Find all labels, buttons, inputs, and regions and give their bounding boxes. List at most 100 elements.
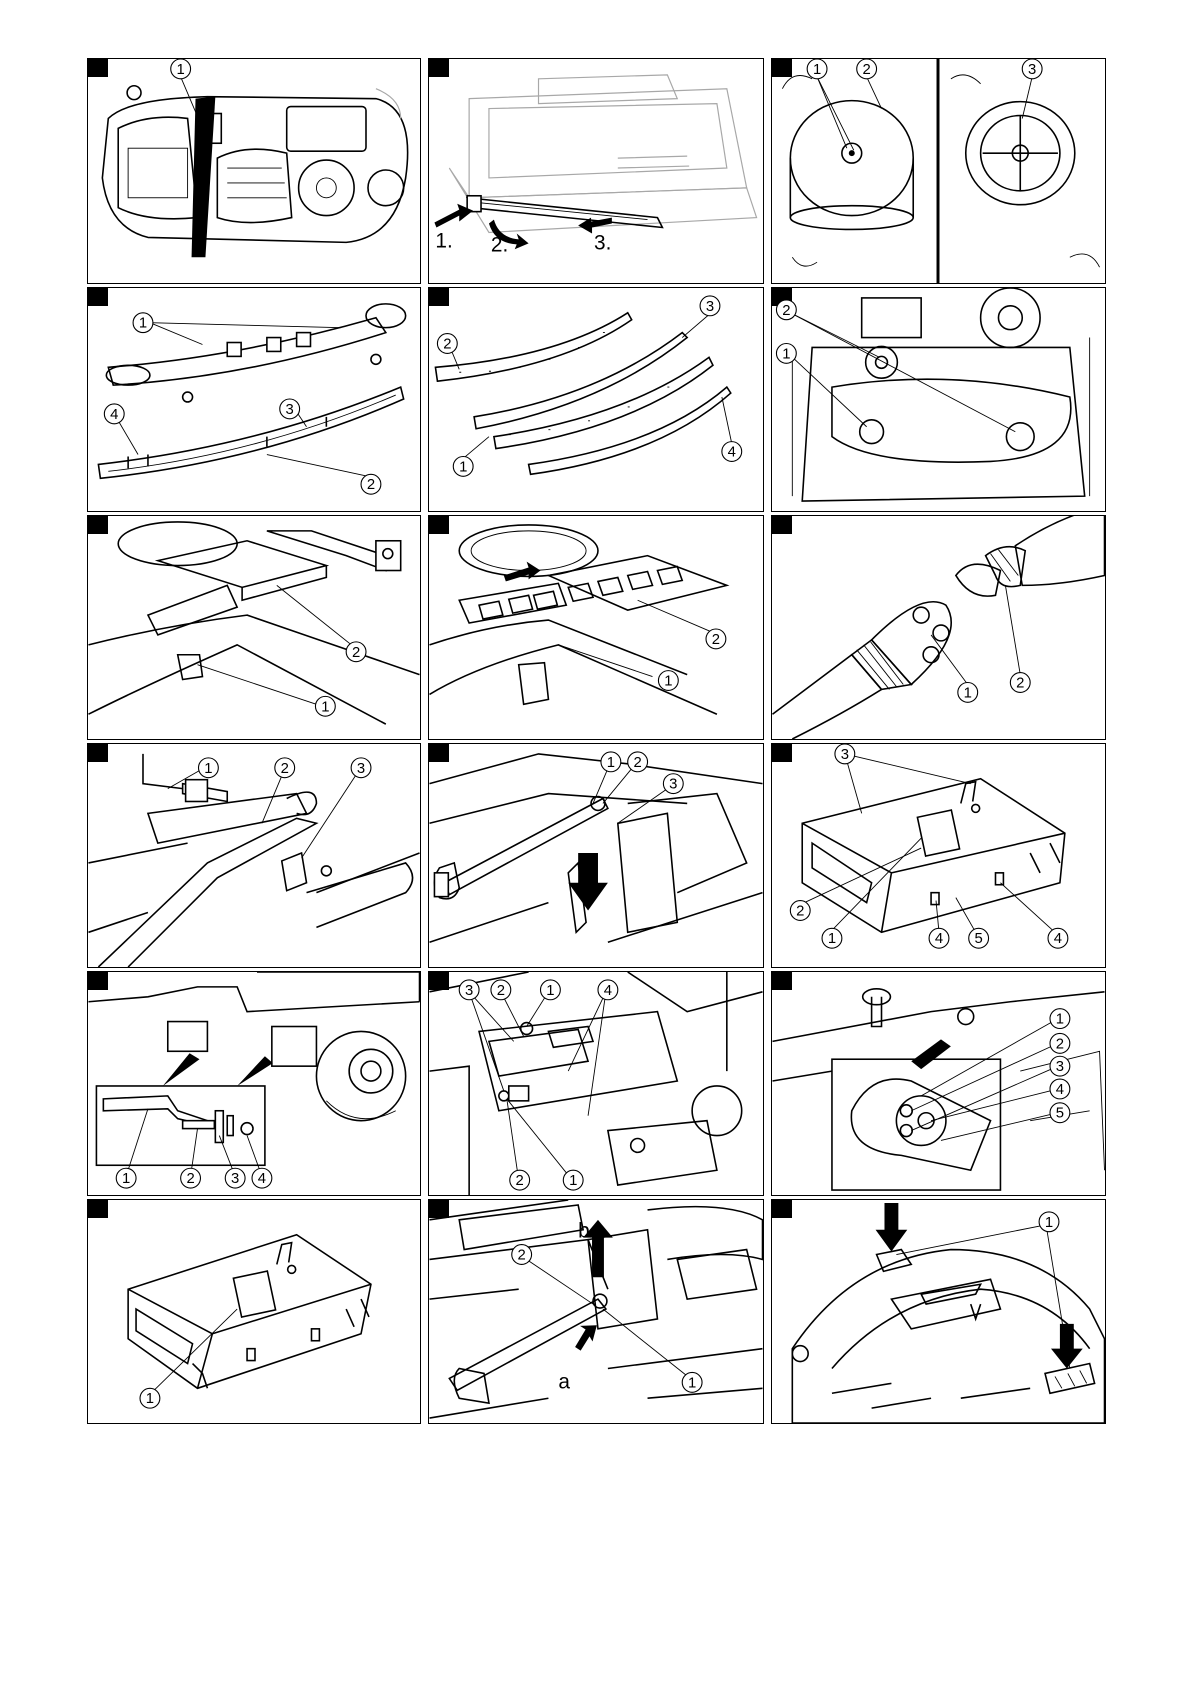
callout-number: 4 [598, 980, 618, 1000]
callouts: 1 [88, 59, 420, 283]
step-2-label: 2. [491, 233, 508, 256]
svg-text:2: 2 [782, 303, 790, 319]
svg-text:2: 2 [518, 1247, 526, 1263]
svg-text:4: 4 [604, 983, 612, 999]
svg-text:1: 1 [321, 699, 329, 715]
svg-text:1: 1 [569, 1173, 577, 1189]
callouts: 1 2 3 [88, 744, 420, 967]
callout-number: 3 [225, 1168, 245, 1188]
figure-6: 2 1 [771, 287, 1106, 512]
callout-number: 4 [104, 404, 124, 424]
callout-number: 3 [1050, 1056, 1070, 1076]
direction-letter-b: b [578, 1220, 590, 1243]
svg-text:2: 2 [633, 755, 641, 771]
svg-text:1: 1 [546, 983, 554, 999]
svg-text:2: 2 [1056, 1036, 1064, 1052]
callouts: 1 2 3 [772, 59, 1105, 283]
callouts: 3 2 1 4 [429, 288, 763, 511]
svg-text:1: 1 [782, 346, 790, 362]
callout-number: 1 [315, 696, 335, 716]
callout-number: 2 [776, 300, 796, 320]
figure-15: 1 2 3 4 5 [771, 971, 1106, 1196]
callout-number: 3 [459, 980, 479, 1000]
svg-text:2: 2 [1016, 675, 1024, 691]
callout-number: 1 [140, 1388, 160, 1408]
svg-text:2: 2 [281, 761, 289, 777]
callout-number: 4 [722, 442, 742, 462]
figure-1: 1 [87, 58, 421, 284]
figure-10: 1 2 3 [87, 743, 421, 968]
callout-number: 5 [1050, 1103, 1070, 1123]
svg-text:4: 4 [110, 407, 118, 423]
callouts: 1 [88, 1200, 420, 1423]
callout: 1 [171, 59, 191, 79]
callout-number: 2 [512, 1245, 532, 1265]
svg-text:1: 1 [459, 459, 467, 475]
figure-7: 2 1 [87, 515, 421, 740]
svg-text:2: 2 [516, 1173, 524, 1189]
svg-text:2: 2 [367, 477, 375, 493]
svg-text:1: 1 [813, 62, 821, 78]
callouts: 1 2 3 [429, 744, 763, 967]
callout-number: 1 [822, 928, 842, 948]
svg-text:5: 5 [1056, 1106, 1064, 1122]
step-labels: 1. 2. 3. [429, 59, 763, 283]
svg-text:1: 1 [828, 931, 836, 947]
callout-number: 4 [929, 928, 949, 948]
svg-text:3: 3 [357, 761, 365, 777]
callout-number: 2 [437, 334, 457, 354]
callout-number: 1 [1050, 1009, 1070, 1029]
callout-number: 1 [958, 683, 978, 703]
svg-text:2: 2 [352, 645, 360, 661]
callout-number: 1 [133, 313, 153, 333]
callouts: 3 2 1 4 5 4 [772, 744, 1105, 967]
svg-text:3: 3 [1028, 62, 1036, 78]
callout-number: 1 [563, 1170, 583, 1190]
callout-number: 1 [116, 1168, 136, 1188]
figure-2: 1. 2. 3. [428, 58, 764, 284]
callout-number: 2 [706, 629, 726, 649]
callout-number: 3 [351, 758, 371, 778]
svg-text:3: 3 [1056, 1059, 1064, 1075]
svg-text:1: 1 [146, 1391, 154, 1407]
svg-text:4: 4 [258, 1171, 266, 1187]
svg-text:3: 3 [286, 402, 294, 418]
figure-16: 1 [87, 1199, 421, 1424]
svg-text:1: 1 [607, 755, 615, 771]
callout-number: 3 [835, 744, 855, 764]
svg-text:1: 1 [1056, 1012, 1064, 1028]
callouts: 3 2 1 4 2 1 [429, 972, 763, 1195]
svg-text:1: 1 [964, 685, 972, 701]
callouts: 1 2 3 4 5 [772, 972, 1105, 1195]
svg-text:2: 2 [443, 336, 451, 352]
svg-text:1: 1 [122, 1171, 130, 1187]
svg-text:1: 1 [664, 673, 672, 689]
callout-number: 2 [361, 474, 381, 494]
svg-text:2: 2 [497, 983, 505, 999]
callout-number: 1 [658, 671, 678, 691]
callout-number: 2 [181, 1168, 201, 1188]
svg-text:4: 4 [935, 931, 943, 947]
callout-number: 2 [790, 901, 810, 921]
callout-number: 4 [1050, 1079, 1070, 1099]
svg-text:3: 3 [841, 747, 849, 763]
step-3-label: 3. [594, 231, 611, 254]
callout-number: 2 [510, 1170, 530, 1190]
callout-number: 1 [1039, 1212, 1059, 1232]
svg-text:1: 1 [688, 1375, 696, 1391]
callout-number: 1 [682, 1372, 702, 1392]
callout-number: 3 [663, 774, 683, 794]
callout-number: 1 [540, 980, 560, 1000]
callouts: 2 1 [88, 516, 420, 739]
callout-number: 2 [857, 59, 877, 79]
figure-17: 2 1 b a [428, 1199, 764, 1424]
figure-12: 3 2 1 4 5 4 [771, 743, 1106, 968]
callouts: 2 1 [772, 288, 1105, 511]
callout-number: 2 [628, 752, 648, 772]
callouts: 2 1 [429, 516, 763, 739]
svg-text:1: 1 [204, 761, 212, 777]
callouts: 1 2 [772, 516, 1105, 739]
callout-number: 3 [700, 296, 720, 316]
svg-text:4: 4 [1056, 1082, 1064, 1098]
svg-text:1: 1 [139, 316, 147, 332]
